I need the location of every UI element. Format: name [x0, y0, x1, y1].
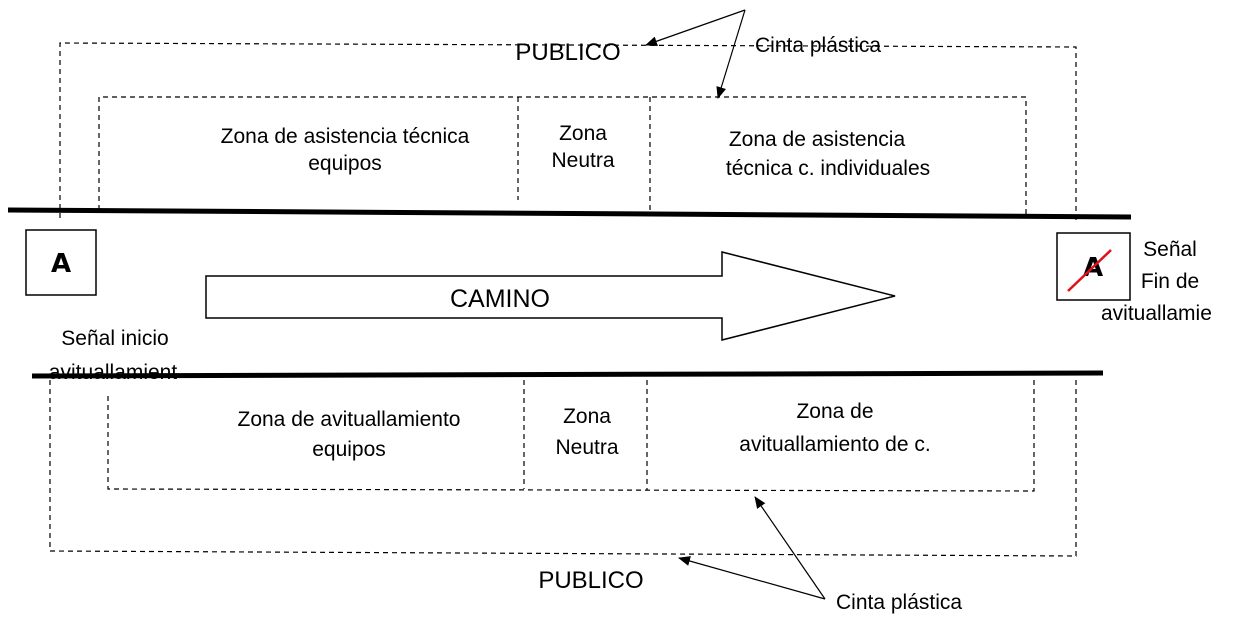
bottom-zone-left-line2: equipos	[312, 438, 386, 461]
callout-arrow-public-top	[645, 9, 746, 47]
road-direction-arrow	[205, 251, 896, 341]
top-zone-middle-line2: Neutra	[551, 149, 614, 172]
top-zone-left-line1: Zona de asistencia técnica	[221, 125, 470, 148]
callout-arrow-public-bottom	[678, 556, 826, 600]
public-label-bottom: PUBLICO	[538, 567, 643, 594]
end-sign-caption-line2: Fin de	[1141, 270, 1199, 293]
public-boundary-top	[59, 42, 1077, 222]
callout-arrow-zone-bottom	[754, 496, 826, 600]
callout-arrow-zone-top	[716, 9, 746, 99]
bottom-zone-left-line1: Zona de avituallamiento	[238, 408, 461, 431]
end-sign-strike-icon	[1067, 249, 1112, 292]
top-zone-middle-line1: Zona	[559, 122, 607, 145]
bottom-zone-middle-line2: Neutra	[555, 436, 618, 459]
tape-label-top: Cinta plástica	[755, 34, 881, 57]
end-sign-caption-line1: Señal	[1143, 238, 1197, 261]
start-sign-caption-line2: avituallamient	[49, 361, 178, 384]
tape-label-bottom: Cinta plástica	[836, 591, 962, 614]
bottom-zone-right-line1: Zona de	[796, 400, 873, 423]
top-zone-boundary	[98, 96, 1027, 214]
top-zone-left-line2: equipos	[308, 152, 382, 175]
bottom-zone-middle-line1: Zona	[563, 405, 611, 428]
top-zone-right-line2: técnica c. individuales	[726, 157, 930, 180]
end-sign-caption-line3: avituallamie	[1101, 302, 1212, 325]
start-sign-caption-line1: Señal inicio	[61, 327, 168, 350]
road-edge-top	[7, 207, 1132, 220]
start-sign	[25, 229, 97, 296]
start-sign-letter: A	[51, 249, 71, 279]
road-label: CAMINO	[450, 285, 550, 313]
bottom-zone-right-line2: avituallamiento de c.	[739, 433, 930, 456]
road-edge-bottom	[31, 370, 1104, 379]
public-label-top: PUBLICO	[515, 39, 620, 66]
public-boundary-bottom	[49, 378, 1077, 557]
bottom-zone-boundary	[107, 378, 1035, 492]
top-zone-right-line1: Zona de asistencia	[729, 128, 906, 151]
